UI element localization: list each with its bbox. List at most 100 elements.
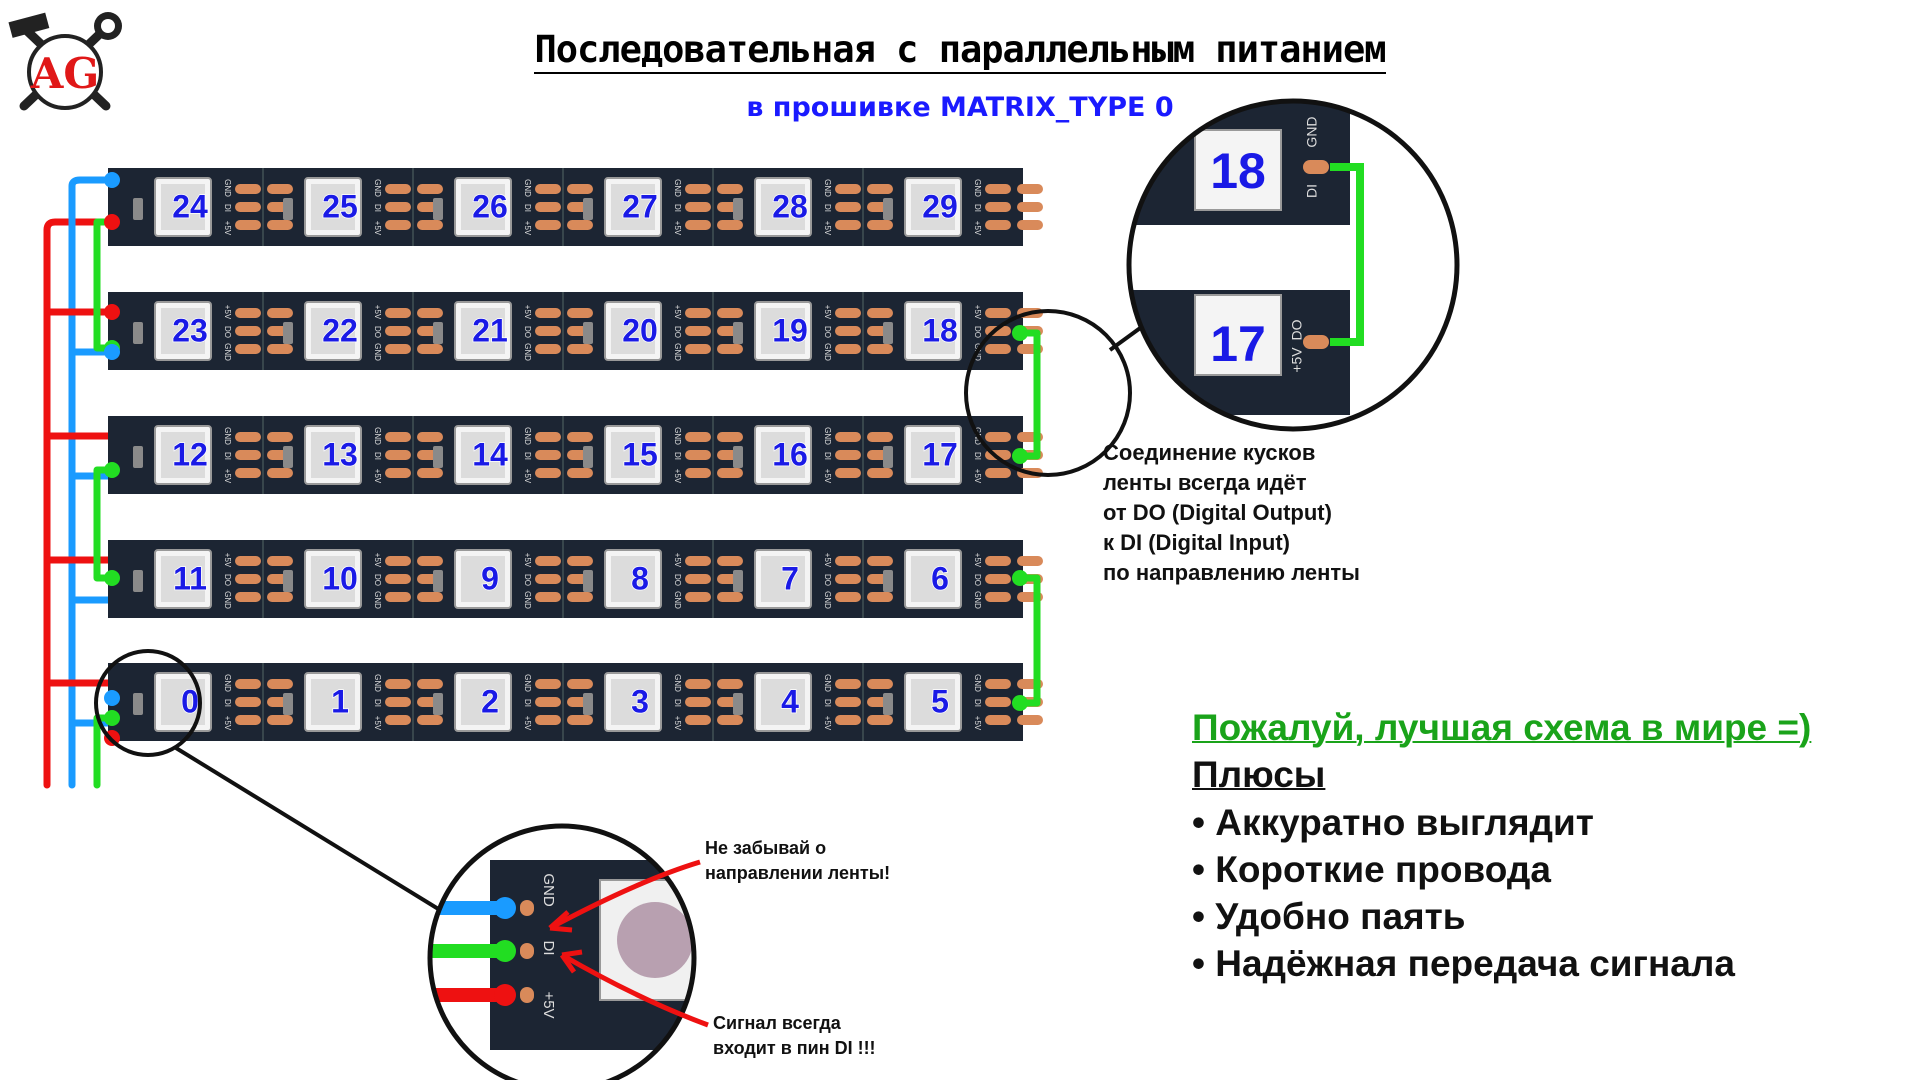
solder-pad — [535, 592, 561, 602]
pad-label: GND — [373, 427, 382, 445]
best-scheme-heading: Пожалуй, лучшая схема в мире =) — [1192, 707, 1812, 748]
wire-solder-point — [1012, 570, 1028, 586]
solder-pad — [717, 468, 743, 478]
capacitor — [733, 446, 743, 468]
solder-pad — [567, 468, 593, 478]
led-strip: GNDDI+5V0GNDDI+5V1GNDDI+5V2GNDDI+5V3GNDD… — [108, 663, 1043, 741]
solder-pad — [685, 697, 711, 707]
solder-pad — [717, 220, 743, 230]
solder-pad — [985, 556, 1011, 566]
led-number: 19 — [772, 312, 808, 348]
arrow-icon — [548, 859, 701, 931]
pad-label: +5V — [823, 305, 832, 320]
solder-pad — [267, 344, 293, 354]
led-lens — [611, 432, 655, 478]
zoom-marker-small — [94, 649, 202, 757]
solder-pad — [867, 308, 893, 318]
wire-solder-point — [494, 940, 516, 962]
capacitor — [283, 693, 293, 715]
led-lens — [911, 184, 955, 230]
solder-pad — [717, 679, 743, 689]
pad-label: +5V — [823, 469, 832, 484]
solder-pad — [385, 556, 411, 566]
solder-pad — [985, 468, 1011, 478]
led-number: 17 — [922, 436, 958, 472]
pad-label: DI — [540, 941, 557, 956]
led-lens — [311, 308, 355, 354]
pros-item: Надёжная передача сигнала — [1192, 940, 1735, 987]
solder-pad — [235, 344, 261, 354]
wire-gnd-bus — [68, 176, 116, 789]
pad-label: GND — [673, 674, 682, 692]
connection-note-line: по направлению ленты — [1103, 560, 1360, 585]
solder-pad — [535, 715, 561, 725]
solder-pad — [985, 679, 1011, 689]
solder-pad — [267, 592, 293, 602]
solder-pad — [717, 592, 743, 602]
solder-pad — [385, 184, 411, 194]
led-lens — [761, 432, 805, 478]
direction-note-line: направлении ленты! — [705, 863, 891, 883]
solder-pad — [535, 697, 561, 707]
solder-pad — [235, 326, 261, 336]
pad-label: +5V — [223, 553, 232, 568]
solder-pad — [567, 184, 593, 194]
capacitor — [883, 322, 893, 344]
solder-pad — [985, 202, 1011, 212]
pad-label: GND — [523, 343, 532, 361]
led-strip: GNDDI+5V24GNDDI+5V25GNDDI+5V26GNDDI+5V27… — [108, 168, 1043, 246]
pad-label: +5V — [373, 221, 382, 236]
solder-pad — [1303, 335, 1329, 349]
led-number: 27 — [622, 188, 658, 224]
led-number: 14 — [472, 436, 508, 472]
pad-label: DI — [673, 204, 682, 212]
solder-pad — [1017, 202, 1043, 212]
solder-pad — [717, 308, 743, 318]
led-lens — [311, 679, 355, 725]
pad-label: +5V — [373, 305, 382, 320]
pad-label: DI — [223, 204, 232, 212]
connection-note-line: ленты всегда идёт — [1103, 470, 1307, 495]
pad-label: GND — [223, 674, 232, 692]
solder-pad — [685, 715, 711, 725]
arrow-head-icon — [548, 910, 573, 933]
solder-pad — [235, 574, 261, 584]
solder-pad — [867, 468, 893, 478]
capacitor — [283, 570, 293, 592]
pad-label: DI — [523, 699, 532, 707]
signal-note-line: Сигнал всегда — [713, 1013, 841, 1033]
pad-label: DI — [973, 452, 982, 460]
pad-label: DO — [523, 326, 532, 338]
solder-pad — [685, 679, 711, 689]
solder-pad — [267, 715, 293, 725]
pad-label: DO — [673, 326, 682, 338]
solder-pad — [1017, 184, 1043, 194]
pad-label: +5V — [673, 553, 682, 568]
capacitor — [433, 446, 443, 468]
pad-label: GND — [1304, 116, 1320, 147]
solder-pad — [385, 468, 411, 478]
solder-pad — [417, 308, 443, 318]
pad-label: +5V — [373, 553, 382, 568]
pad-label: GND — [673, 427, 682, 445]
capacitor — [733, 198, 743, 220]
wire-solder-point — [104, 710, 120, 726]
solder-pad — [867, 715, 893, 725]
capacitor — [283, 446, 293, 468]
led-number: 23 — [172, 312, 208, 348]
led-lens — [311, 432, 355, 478]
led-lens — [617, 902, 693, 978]
led-number: 0 — [181, 683, 199, 719]
pad-label: +5V — [523, 553, 532, 568]
zoom-circle — [1126, 98, 1460, 432]
led-number: 24 — [172, 188, 208, 224]
signal-note-line: входит в пин DI !!! — [713, 1038, 876, 1058]
capacitor — [433, 693, 443, 715]
led-strip: +5VDOGND23+5VDOGND22+5VDOGND21+5VDOGND20… — [108, 292, 1043, 370]
wire-solder-point — [104, 570, 120, 586]
connection-note: Соединение кусков ленты всегда идёт от D… — [1103, 438, 1360, 588]
wire-solder-point — [104, 172, 120, 188]
pad-label: DO — [373, 326, 382, 338]
pad-label: +5V — [823, 221, 832, 236]
connection-note-line: к DI (Digital Input) — [1103, 530, 1290, 555]
